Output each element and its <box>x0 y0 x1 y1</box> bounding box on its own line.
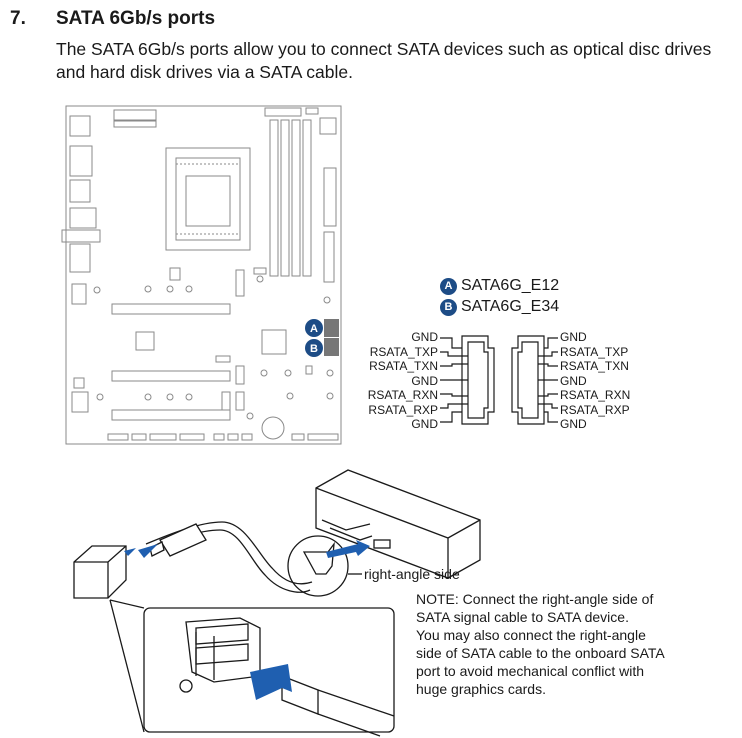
badge-b: B <box>440 298 457 316</box>
note-line: port to avoid mechanical conflict with <box>416 663 644 679</box>
motherboard-diagram <box>61 105 342 445</box>
pin-label: RSATA_TXP <box>369 344 438 359</box>
legend-item-a: A SATA6G_E12 <box>440 277 559 295</box>
pin-labels-right: GND RSATA_TXP RSATA_TXN GND RSATA_RXN RS… <box>560 330 650 432</box>
pin-label: RSATA_RXN <box>560 388 631 402</box>
board-badge-b: B <box>305 339 323 357</box>
arrow-icon <box>138 544 158 558</box>
insertion-arrows <box>124 540 370 700</box>
board-badge-a: A <box>305 319 323 337</box>
intro-paragraph: The SATA 6Gb/s ports allow you to connec… <box>56 38 742 84</box>
board-badge-b-text: B <box>310 343 318 355</box>
sata-pinout-diagram <box>440 335 558 425</box>
arrow-icon <box>250 664 292 700</box>
pin-labels-left: GND RSATA_TXP RSATA_TXN GND RSATA_RXN RS… <box>362 330 438 432</box>
arrow-icon <box>124 548 136 556</box>
intro-line: The SATA 6Gb/s ports allow you to connec… <box>56 39 712 59</box>
badge-a: A <box>440 277 457 295</box>
legend-label-b: SATA6G_E34 <box>461 298 560 315</box>
pin-label: GND <box>560 330 587 344</box>
section-title: SATA 6Gb/s ports <box>56 8 216 29</box>
pin-label: GND <box>411 330 438 344</box>
section-number: 7. <box>10 8 26 29</box>
legend-label-a: SATA6G_E12 <box>461 277 560 294</box>
right-angle-callout: right-angle side <box>364 566 460 582</box>
sata-port-b-highlight <box>324 338 339 356</box>
board-outline <box>65 105 342 445</box>
pin-label: RSATA_RXP <box>368 402 438 417</box>
pin-label: GND <box>560 417 587 431</box>
pin-label: RSATA_RXP <box>560 402 630 417</box>
note-block: NOTE: Connect the right-angle side of SA… <box>416 590 736 698</box>
pin-label: RSATA_TXN <box>369 359 438 373</box>
pin-label: RSATA_RXN <box>367 388 438 402</box>
note-line: side of SATA cable to the onboard SATA <box>416 645 665 661</box>
legend-item-b: B SATA6G_E34 <box>440 298 559 316</box>
note-line: SATA signal cable to SATA device. <box>416 609 629 625</box>
board-badge-a-text: A <box>310 323 318 335</box>
pin-label: GND <box>560 373 587 388</box>
pin-label: RSATA_TXN <box>560 359 629 373</box>
intro-line: and hard disk drives via a SATA cable. <box>56 62 354 82</box>
note-line: You may also connect the right-angle <box>416 627 646 643</box>
pin-label: GND <box>411 373 438 388</box>
arrow-icon <box>326 540 370 558</box>
sata-port-a-highlight <box>324 319 339 337</box>
pin-label: RSATA_TXP <box>560 344 629 359</box>
cable-illustration <box>73 469 481 737</box>
pin-label: GND <box>411 417 438 431</box>
note-line: huge graphics cards. <box>416 681 546 697</box>
note-line: NOTE: Connect the right-angle side of <box>416 591 654 607</box>
